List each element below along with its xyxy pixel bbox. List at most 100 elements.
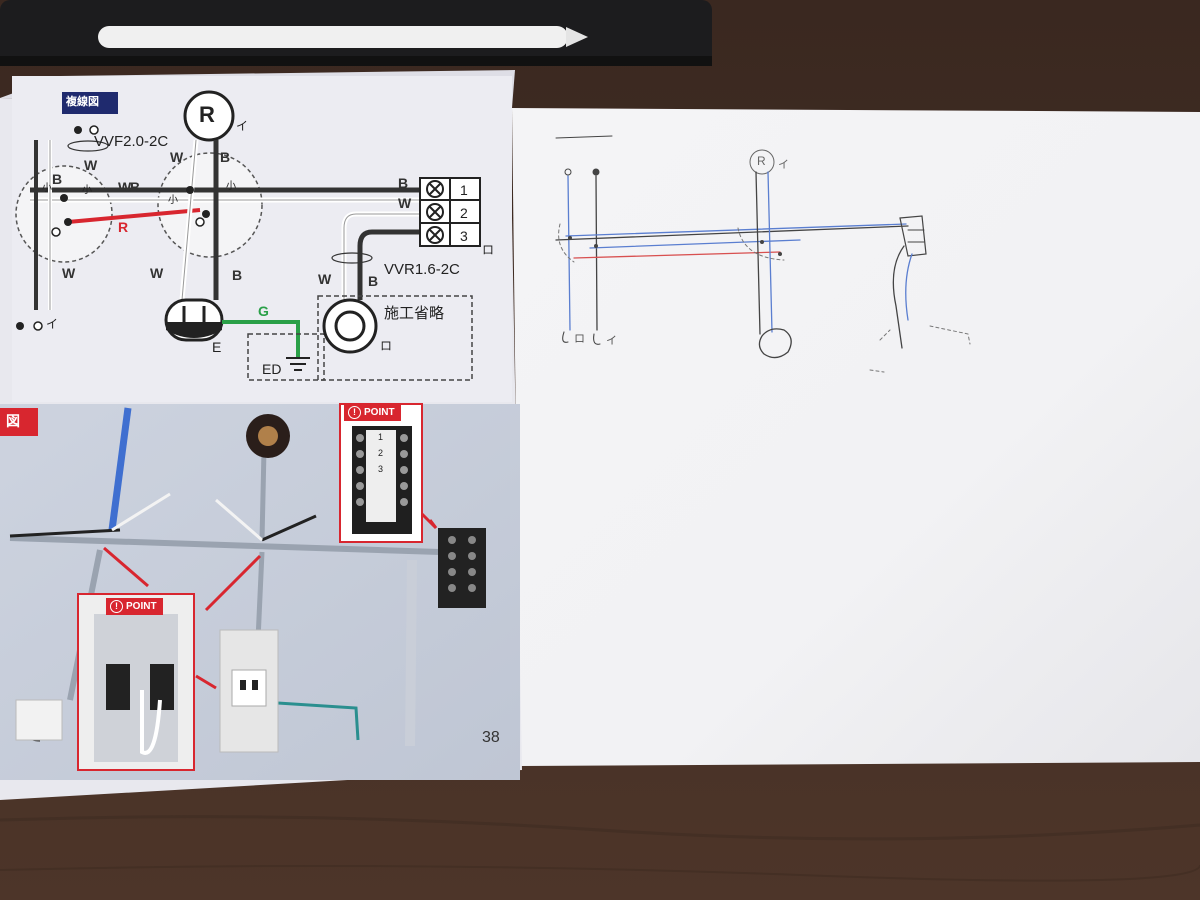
photo-wire-white [111,492,171,532]
lamp-mark: イ [236,119,249,133]
sketch-switch-mark: イ [606,335,617,347]
photo-wire-grey-main [9,535,441,555]
wood-grain [0,815,1200,841]
cable-twist-mark [67,140,109,152]
wood-grain [0,864,1200,882]
outlet-mark: ロ [380,339,393,353]
photo-wire-black2 [261,514,317,542]
sketch-switch-bottom [593,333,601,345]
section-tag-top [62,92,118,114]
point-inset-terminal-screws [356,434,408,506]
point-inset-terminal-strip [366,430,396,522]
wire-label-g: G [258,303,269,319]
photo-wire-blue [108,407,132,531]
sketch-vvr-dark [892,245,905,349]
sketch-switch-dot [564,168,572,176]
wire-label-b: B [398,175,409,191]
wire-ground [222,320,300,358]
section-tag-bottom-label: 図 [6,413,20,429]
point-arrow [195,674,217,690]
construction-omitted-label: 施工省略 [384,305,445,322]
photo-wire-red [103,546,149,588]
photo-wire-white2 [215,498,263,542]
mini-terminal-3: 3 [378,464,384,474]
sketch-vvr-blue [905,253,913,321]
wire-label-w: W [170,149,184,165]
point-badge-label: POINT [364,407,395,418]
photo-lamp-socket-center [258,426,278,446]
notebook-page [512,108,1200,766]
sketch-lamp-mark: イ [778,159,789,171]
point-inset-switch-mech [106,664,130,710]
ground-omitted-box [247,333,325,381]
cable-vvf-label: VVF2.0-2C [94,133,169,150]
wire-label-b: B [232,267,243,283]
point-inset-switch-mech [150,664,174,710]
switch-contact [74,126,82,134]
connector-dot [202,210,210,218]
stylus-tip [566,27,588,47]
connector-dot [64,218,72,226]
point-arrow [420,512,438,530]
photo-wire-black [9,528,121,538]
point-badge-label: POINT [126,601,157,612]
sketch-switch-mark: ロ [574,333,585,345]
wire-label-w: W [84,157,98,173]
ground-e-label: E [212,339,222,355]
sketch-drawing [555,135,971,373]
sketch-switch-dot [592,168,600,176]
connector-dot [195,217,205,227]
wire-label-b: B [368,273,379,289]
wire-vvr-white-outline [343,213,420,300]
sketch-node [778,252,782,256]
point-badge-terminal: !POINT [344,404,401,421]
connector-dot [51,227,61,237]
junction-small-mark: 小 [42,183,52,194]
sketch-top-mark [555,135,613,139]
junction-box-center [157,152,263,258]
sketch-node [594,244,598,248]
photo-outlet-hole [252,680,258,690]
switch-contact [33,321,43,331]
photo-outlet-face [231,669,267,707]
section-tag-top-label: 複線図 [66,96,99,108]
wire-vvr-black [357,229,420,300]
sketch-vertical-dark [595,175,598,331]
terminal-mark: ロ [482,243,495,257]
photo-terminal-block [438,528,486,608]
sketch-vertical-blue [567,175,571,331]
wire-label-w: W [398,195,412,211]
sketch-horizontal-dark [555,225,909,241]
switch-contact [16,322,24,330]
photo-outlet-hole [240,680,246,690]
sketch-switch-bottom [562,331,569,343]
terminal-number-1: 1 [460,182,468,198]
connector-dot [60,194,68,202]
sketch-lamp-drop-blue [767,171,773,333]
point-inset-switch-wire [140,690,162,755]
switch-contact [89,125,99,135]
tablet-case-edge [0,56,712,66]
junction-box-left [15,165,113,263]
terminal-number-3: 3 [460,228,468,244]
sketch-terminal-line [907,229,925,243]
junction-small-mark: 小 [226,181,236,192]
photo-terminal-screws [448,536,476,592]
point-mark-icon: ! [110,600,123,613]
sketch-omit-dash [869,369,885,373]
wire-label-w: W [150,265,164,281]
photo-wire-grey-right [405,559,417,747]
wire-label-w: W [318,271,332,287]
point-mark-icon: ! [348,406,361,419]
photo-wire-green [261,700,360,741]
wire-label-b: B [220,149,231,165]
load-symbol-inner [334,310,366,342]
cable-twist-mark [331,252,373,264]
mini-terminal-1: 1 [378,432,384,442]
junction-small-mark: 小 [168,195,178,206]
sketch-omit-dash [879,325,971,345]
page-number: 38 [482,729,500,746]
connector-dot [186,186,194,194]
sketch-node [760,240,764,244]
